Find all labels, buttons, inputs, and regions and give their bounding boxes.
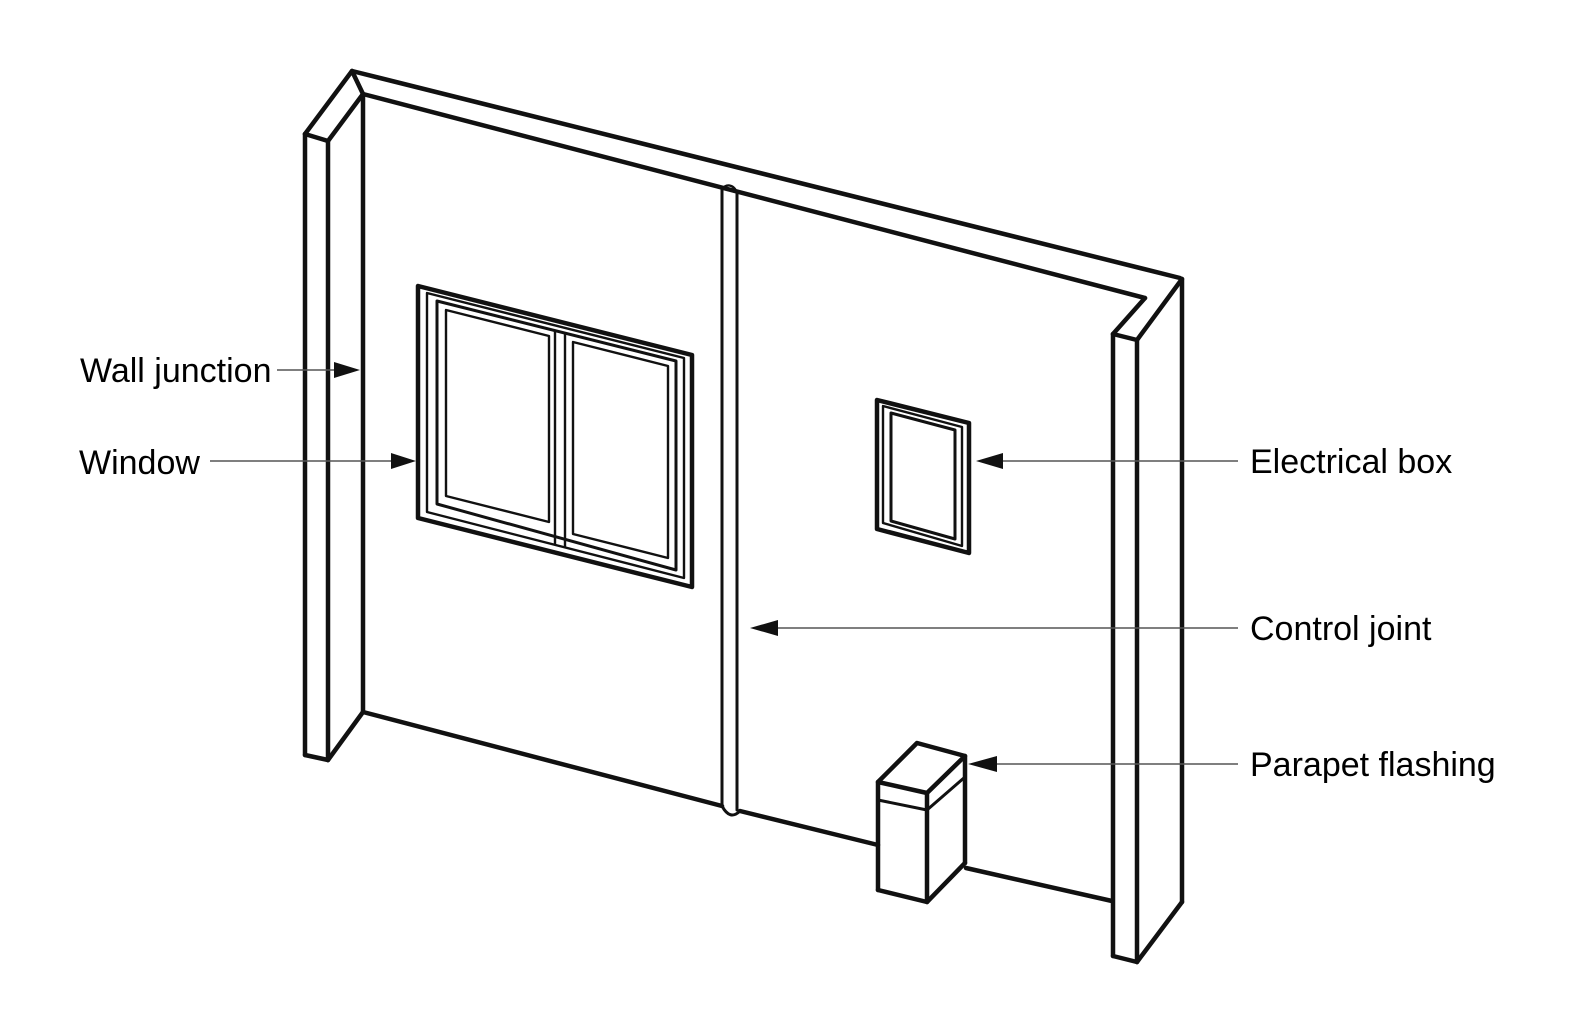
parapet-flashing-arrowhead	[968, 756, 997, 772]
window-sash-frame	[435, 299, 678, 572]
control-joint-bottom-bead	[720, 804, 742, 817]
window-inner-frame	[425, 291, 686, 580]
right-column-front-bottom-edge	[1110, 953, 1140, 965]
left-column-top-cap-edge	[349, 68, 366, 97]
parapet-flashing-label: Parapet flashing	[1250, 746, 1496, 784]
left-column-side-top-edge	[325, 91, 366, 144]
wall-junction-arrowhead	[334, 362, 360, 378]
electrical-box	[874, 397, 972, 556]
electrical-box-label: Electrical box	[1250, 443, 1452, 481]
right-column-side-bottom-edge	[1134, 899, 1185, 965]
flashing-top-face	[875, 740, 968, 796]
right-column-side-top-edge	[1134, 276, 1185, 343]
left-column	[302, 68, 366, 763]
window	[415, 283, 695, 590]
flashing-cap-band	[876, 775, 967, 812]
parapet-flashing-box	[875, 740, 968, 905]
wall-coping-inner-edge	[360, 91, 1148, 301]
wall-bottom-edge-right	[963, 865, 1115, 904]
control-joint	[720, 184, 742, 817]
annotations	[210, 362, 1238, 772]
right-column	[1110, 276, 1185, 965]
electrical-box-opening	[889, 411, 957, 541]
left-column-front-bottom-edge	[302, 752, 331, 763]
window-left-pane	[444, 308, 551, 524]
control-joint-arrowhead	[750, 620, 778, 636]
electrical-box-arrowhead	[976, 453, 1003, 469]
left-column-top-left-edge	[302, 68, 355, 137]
electrical-box-depth-edge	[881, 404, 964, 548]
window-right-pane	[571, 340, 670, 560]
window-outer-frame	[415, 283, 695, 590]
left-column-side-bottom-edge	[325, 709, 366, 763]
wall-bottom-edge-mid	[737, 808, 881, 848]
control-joint-top-cap	[720, 184, 739, 195]
wall-bottom-edge-left	[360, 709, 725, 809]
left-column-front-top-edge	[302, 131, 331, 144]
wall-panel	[349, 68, 1183, 904]
right-column-front-top-edge	[1110, 331, 1140, 343]
wall-coping-outer-edge	[349, 68, 1183, 281]
flashing-bottom-edges	[875, 860, 968, 905]
window-arrowhead	[391, 453, 416, 469]
wall-coping-end-edge	[1110, 295, 1148, 337]
wall-junction-label: Wall junction	[80, 352, 271, 390]
electrical-box-outer	[874, 397, 972, 556]
label-texts: Wall junction Window Electrical box Cont…	[79, 352, 1496, 784]
window-label: Window	[79, 444, 200, 482]
control-joint-label: Control joint	[1250, 610, 1432, 648]
